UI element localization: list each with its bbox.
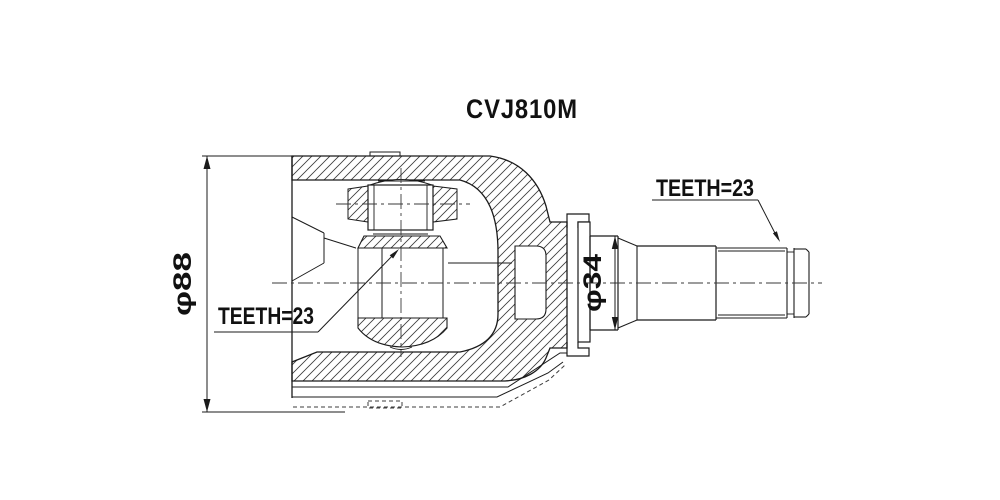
hub-sphere-bottom xyxy=(389,346,413,350)
hub-bottom-hatched xyxy=(357,317,448,348)
housing-outer-surface-line-1 xyxy=(292,352,567,388)
inner-race-hub xyxy=(356,235,448,350)
centerlines xyxy=(272,168,822,357)
leader-inner-teeth xyxy=(214,249,399,333)
shaft-teeth-arrowhead xyxy=(772,231,780,242)
hub-top-hatched xyxy=(357,235,448,249)
housing-outer-surface-line-2 xyxy=(292,361,564,398)
housing-end-pocket xyxy=(514,245,547,320)
shaft-teeth-label: TEETH=23 xyxy=(656,175,754,202)
phi34-arrow-top xyxy=(611,236,619,249)
tripod-roller xyxy=(347,179,458,235)
leader-shaft-teeth xyxy=(652,199,780,242)
housing-top-notch xyxy=(369,151,401,156)
drawing-title: CVJ810M xyxy=(466,94,578,124)
inner-teeth-arrowhead xyxy=(389,249,399,259)
phi34-arrow-bottom xyxy=(611,317,619,330)
phi88-arrow-bottom xyxy=(203,399,211,412)
dimension-phi88 xyxy=(202,155,345,413)
housing-section xyxy=(291,151,568,398)
boot-outline-dashed xyxy=(293,364,566,409)
housing-mouth-chamfer xyxy=(291,216,360,282)
drive-shaft xyxy=(566,213,810,357)
shaft-end-land xyxy=(794,248,810,318)
inner-teeth-label: TEETH=23 xyxy=(218,303,314,330)
inner-teeth-leader xyxy=(317,250,398,333)
roller-body xyxy=(367,184,434,231)
phi88-dim-text: φ88 xyxy=(169,252,197,316)
dimension-phi34 xyxy=(611,236,619,330)
phi34-dim-text: φ34 xyxy=(579,254,607,312)
phi88-arrow-top xyxy=(203,156,211,169)
